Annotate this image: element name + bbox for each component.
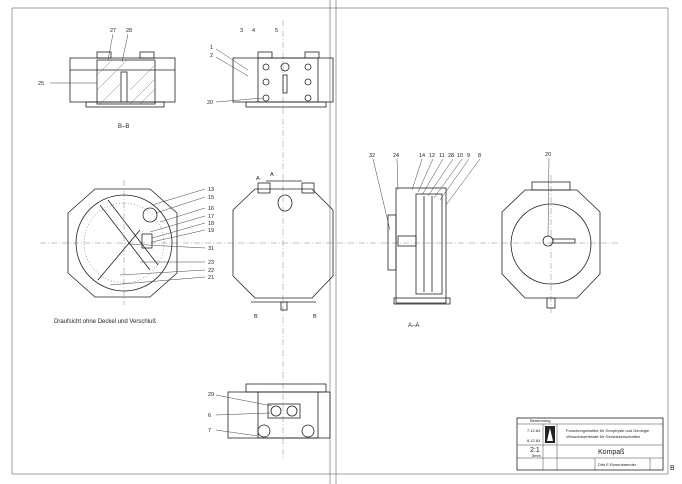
- view-title-aa: A–A: [408, 323, 419, 329]
- label-14: 14: [419, 153, 425, 159]
- top-view: A A B B: [232, 172, 334, 320]
- label-19: 19: [208, 228, 214, 234]
- label-1: 1: [210, 45, 213, 51]
- label-10: 10: [457, 153, 463, 159]
- title-block: Benennung 7.12.84 8.12.84 2:1 5mm Forsch…: [516, 417, 675, 472]
- section-mark-b-right: B: [313, 314, 317, 320]
- label-28: 28: [126, 28, 132, 34]
- side-view: 20: [501, 152, 601, 315]
- label-23: 23: [208, 260, 214, 266]
- institution-line-1: Forschungsinstitut für Geophysik und Geo…: [566, 428, 650, 433]
- title-block-header: Benennung: [530, 418, 550, 423]
- label-13: 13: [208, 187, 214, 193]
- label-17: 17: [208, 214, 214, 220]
- label-11: 11: [439, 153, 445, 159]
- front-view: 1 2 3 4 5 20: [207, 28, 334, 108]
- label-7: 7: [208, 428, 211, 434]
- label-6: 6: [208, 413, 211, 419]
- bottom-view: 29 6 7: [208, 383, 331, 439]
- label-29: 29: [208, 392, 214, 398]
- author: Dirk E.Rosenbaender: [598, 462, 637, 467]
- section-mark-a-left: A: [256, 176, 260, 182]
- label-18: 18: [208, 221, 214, 227]
- scale: 2:1: [530, 447, 540, 454]
- label-31: 31: [208, 246, 214, 252]
- label-16: 16: [208, 206, 214, 212]
- sheet-marker: B: [670, 465, 675, 472]
- label-9: 9: [467, 153, 470, 159]
- institution-line-2: Versuchswerkstatt für Geowissenschaften: [566, 434, 640, 439]
- label-12: 12: [429, 153, 435, 159]
- label-3: 3: [240, 28, 243, 34]
- label-5: 5: [275, 28, 278, 34]
- section-mark-a-right: A: [270, 172, 274, 178]
- label-21: 21: [208, 275, 214, 281]
- label-20: 20: [207, 100, 213, 106]
- view-title-bb: B–B: [118, 124, 129, 130]
- label-4: 4: [252, 28, 255, 34]
- label-25: 25: [38, 81, 44, 87]
- scale-sub: 5mm: [532, 453, 542, 458]
- date-drawn: 7.12.84: [527, 428, 541, 433]
- sheet-border: [11, 7, 669, 475]
- label-28b: 28: [448, 153, 454, 159]
- section-aa-view: 32 24 14 12 11 28 10 9 8 A–A: [369, 153, 481, 329]
- date-checked: 8.12.84: [527, 438, 541, 443]
- label-32: 32: [369, 153, 375, 159]
- section-mark-b-left: B: [254, 314, 258, 320]
- section-bb-view: 27 28 25 B–B: [38, 28, 176, 130]
- label-20-side: 20: [545, 152, 551, 158]
- label-22: 22: [208, 268, 214, 274]
- label-15: 15: [208, 195, 214, 201]
- drawing-title: Kompaß: [598, 449, 624, 456]
- view-caption: Draufsicht ohne Deckel und Verschluß: [54, 319, 156, 325]
- label-24: 24: [393, 153, 399, 159]
- label-27: 27: [110, 28, 116, 34]
- label-2: 2: [210, 53, 213, 59]
- label-8: 8: [478, 153, 481, 159]
- top-view-open: 13 15 16 17 18 19 31 23 22 21 Draufsicht…: [54, 180, 214, 325]
